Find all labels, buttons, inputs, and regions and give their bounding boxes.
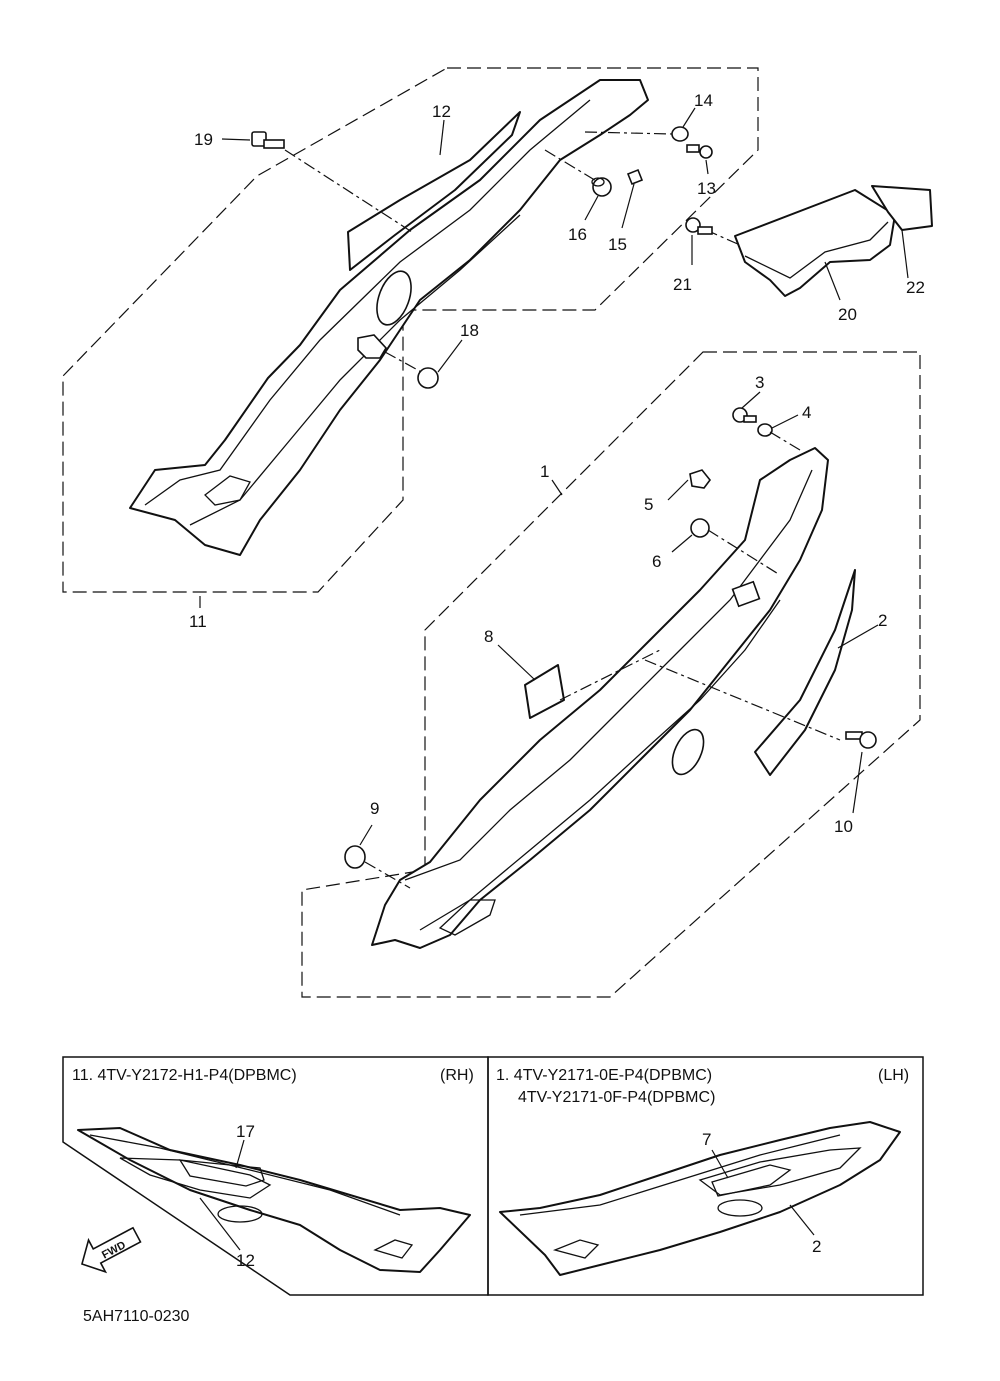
grommet-6 (690, 518, 710, 538)
variant-box-lh: 1. 4TV-Y2171-0E-P4(DPBMC) 4TV-Y2171-0F-P… (487, 1056, 924, 1296)
fastener-line-3 (769, 431, 801, 451)
callout-2: 2 (878, 611, 887, 630)
washer-4 (757, 423, 773, 437)
callout-8: 8 (484, 627, 493, 646)
screw-3 (732, 407, 757, 423)
lh-cover-variant-logo (711, 1164, 792, 1197)
variant-rh-side: (RH) (440, 1067, 474, 1084)
callout-13: 13 (697, 179, 716, 198)
fastener-line-19 (284, 149, 413, 233)
side-cover-1-vent (671, 728, 705, 776)
screw-21 (685, 217, 713, 235)
callout-21: 21 (673, 275, 692, 294)
assembly-outline-1 (301, 351, 921, 998)
fastener-line-6 (707, 529, 781, 576)
callout-10: 10 (834, 817, 853, 836)
trim-strip-12 (347, 111, 521, 271)
diagram-code: 5AH7110-0230 (83, 1308, 190, 1325)
side-cover-1-edge (404, 469, 813, 881)
callout-3: 3 (755, 373, 764, 392)
nut-clip-18a (357, 334, 387, 359)
callout-14: 14 (694, 91, 713, 110)
assembly-outline-11 (62, 67, 759, 593)
side-cover-11-edge (144, 99, 591, 506)
variant-rh-callout-17: 17 (236, 1122, 255, 1141)
variant-lh-callout-7: 7 (702, 1130, 711, 1149)
variant-rh-callout-12: 12 (236, 1251, 255, 1270)
callout-15: 15 (608, 235, 627, 254)
side-cover-1-grip (438, 899, 496, 936)
side-cover-1-inner (419, 599, 781, 931)
emblem-8 (524, 664, 565, 719)
rear-cover-20 (734, 189, 896, 297)
rh-cover-variant-logo (178, 1159, 265, 1187)
fastener-line-16 (544, 149, 599, 183)
washer-14 (671, 126, 689, 142)
screw-13 (686, 144, 713, 159)
callout-12: 12 (432, 102, 451, 121)
nut-15 (626, 168, 644, 186)
fwd-arrow-icon: FWD (81, 1226, 142, 1274)
lh-cover-variant-grip (552, 1239, 600, 1259)
variant-lh-callout-2: 2 (812, 1237, 821, 1256)
lh-cover-variant-vent (717, 1199, 763, 1217)
grommet-18 (417, 367, 439, 389)
variant-rh-title: 11. 4TV-Y2172-H1-P4(DPBMC) (72, 1067, 297, 1084)
fastener-line-9 (364, 861, 411, 889)
variant-lh-side: (LH) (878, 1067, 909, 1084)
side-cover-11-vent (376, 270, 412, 326)
side-cover-11-grip (204, 475, 251, 506)
rh-cover-variant-stripe (119, 1157, 272, 1199)
grommet-16 (591, 177, 612, 197)
callout-16: 16 (568, 225, 587, 244)
trim-strip-2 (754, 569, 856, 776)
leader-lines (199, 107, 909, 846)
side-cover-1 (371, 447, 829, 949)
callout-4: 4 (802, 403, 811, 422)
callout-11: 11 (189, 612, 207, 631)
callout-18: 18 (460, 321, 479, 340)
fastener-line-14 (584, 131, 673, 135)
rh-cover-variant-vent (217, 1205, 263, 1223)
rh-cover-variant-edge (89, 1134, 401, 1216)
fastener-line-18 (384, 351, 426, 375)
lh-cover-variant (499, 1121, 901, 1276)
callout-20: 20 (838, 305, 857, 324)
side-cover-1-tab (731, 580, 761, 608)
nut-clip-5 (689, 469, 712, 489)
rear-cover-20-rim (744, 221, 889, 279)
variant-box-rh: 11. 4TV-Y2172-H1-P4(DPBMC) (RH) 17 12 (62, 1056, 489, 1296)
callout-9: 9 (370, 799, 379, 818)
callout-1: 1 (540, 462, 549, 481)
grommet-9 (344, 845, 366, 869)
rh-cover-variant-grip (373, 1239, 414, 1259)
callout-5: 5 (644, 495, 653, 514)
callout-22: 22 (906, 278, 925, 297)
callout-19: 19 (194, 130, 213, 149)
lh-cover-variant-edge (519, 1134, 841, 1216)
screw-10 (845, 731, 877, 749)
variant-lh-title-1: 1. 4TV-Y2171-0E-P4(DPBMC) (496, 1067, 712, 1084)
fastener-line-10 (559, 649, 841, 741)
rh-cover-variant (77, 1127, 471, 1273)
variant-lh-title-2: 4TV-Y2171-0F-P4(DPBMC) (518, 1089, 715, 1106)
emblem-22 (871, 185, 933, 231)
screw-19 (251, 131, 285, 149)
callout-6: 6 (652, 552, 661, 571)
